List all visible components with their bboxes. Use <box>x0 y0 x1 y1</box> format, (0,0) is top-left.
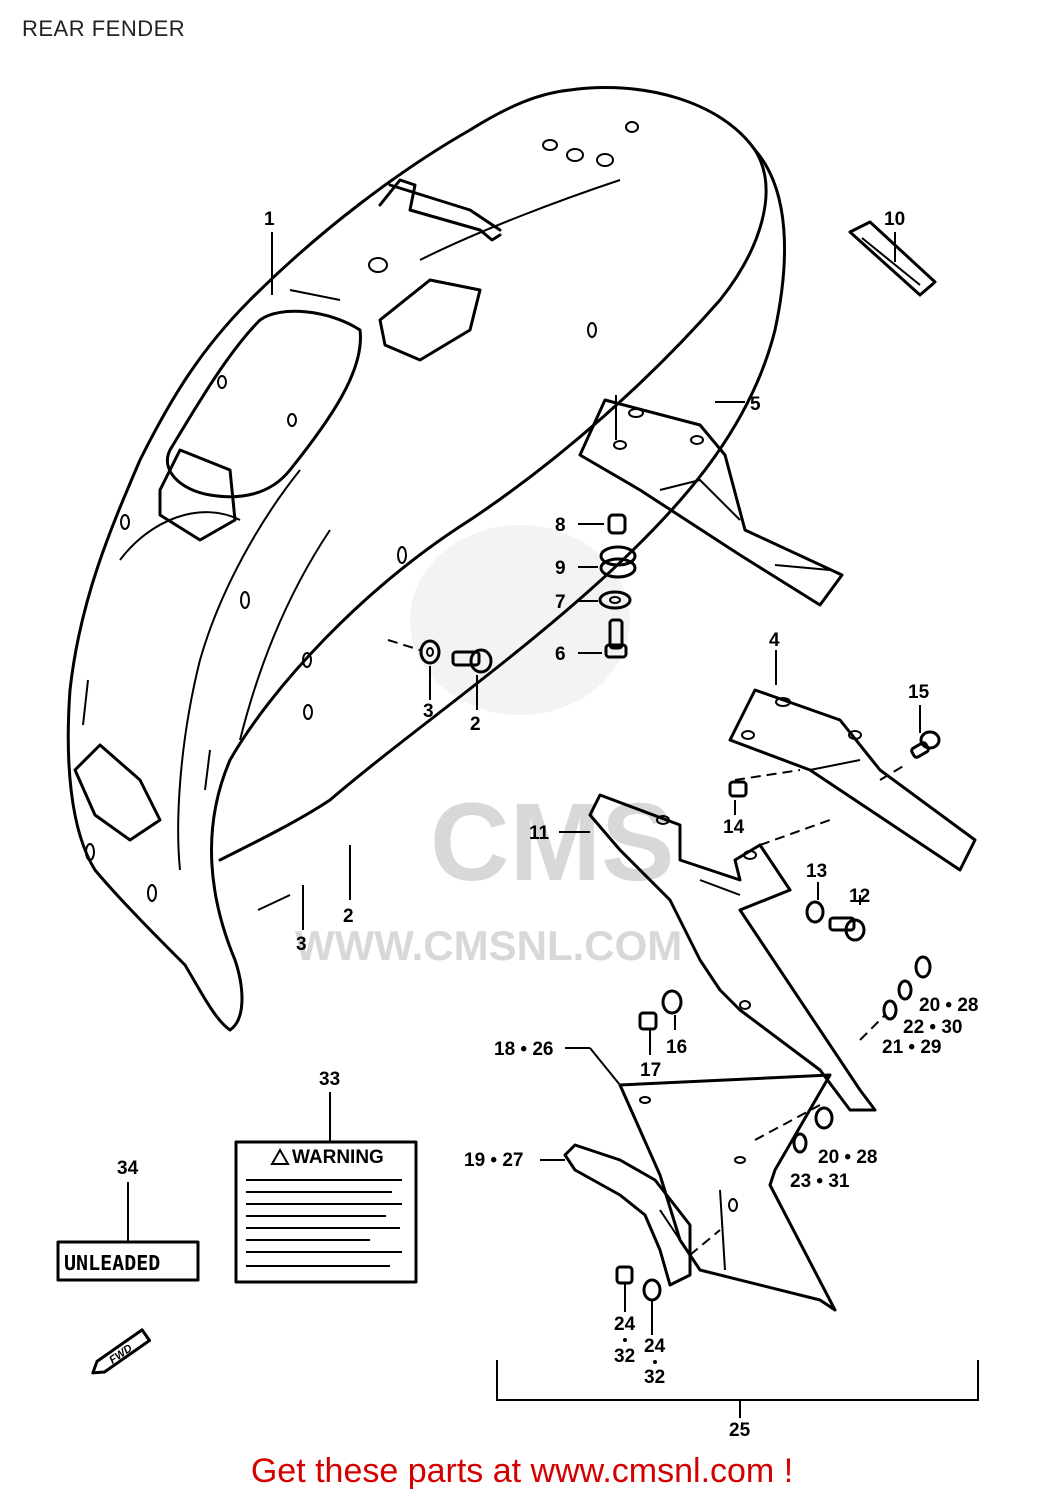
callout-22-30: 22 • 30 <box>903 1017 962 1038</box>
plate-part-18-26 <box>618 1073 837 1312</box>
callout-13: 13 <box>806 861 827 882</box>
stay-part-11 <box>588 793 877 1112</box>
callout-34: 34 <box>117 1158 139 1179</box>
callout-3-lower: 3 <box>296 934 307 955</box>
callout-17: 17 <box>640 1060 661 1081</box>
callout-14: 14 <box>723 817 745 838</box>
unleaded-label-part-34: UNLEADED <box>56 1240 200 1282</box>
bracket-19-leader <box>689 1229 721 1256</box>
callout-2-upper: 2 <box>470 714 481 735</box>
bolt-part-6 <box>604 618 628 659</box>
callout-10: 10 <box>884 209 905 230</box>
nut-part-14 <box>728 780 748 798</box>
callout-21-29: 21 • 29 <box>882 1037 941 1058</box>
callout-20-28-lower: 20 • 28 <box>818 1147 877 1168</box>
callout-33: 33 <box>319 1069 340 1090</box>
callout-8: 8 <box>555 515 566 536</box>
fwd-marker-text: FWD <box>107 1342 134 1366</box>
warning-label-part-33: WARNING <box>234 1140 418 1284</box>
callout-18-26: 18 • 26 <box>494 1039 553 1060</box>
assembly-25-bracket <box>496 1360 979 1401</box>
nut-part-16 <box>661 989 683 1015</box>
bracket-part-4 <box>728 688 977 872</box>
callout-11: 11 <box>529 823 550 844</box>
bracket-part-19-27 <box>563 1143 692 1287</box>
callout-dots <box>623 1338 657 1364</box>
stay-leader-a <box>759 819 831 846</box>
bolt-part-2-upper <box>451 648 493 674</box>
bracket-4-leader <box>879 764 906 781</box>
watermark-url: WWW.CMSNL.COM <box>295 922 682 969</box>
callout-24-a: 24 <box>614 1314 636 1335</box>
callout-23-31: 23 • 31 <box>790 1171 850 1192</box>
upper-mount-leader <box>387 639 421 651</box>
hardware-parts-20-22-21 <box>859 955 932 1041</box>
washer-part-13 <box>805 900 825 924</box>
washer-part-7 <box>598 590 632 610</box>
callout-9: 9 <box>555 558 566 579</box>
callout-labels: 1 10 5 8 9 7 6 3 2 4 15 11 14 13 12 2 3 … <box>117 209 978 1441</box>
callout-5: 5 <box>750 394 761 415</box>
watermark-logo: CMS <box>430 781 674 904</box>
stay-leader-b <box>734 769 801 781</box>
callout-25: 25 <box>729 1420 751 1441</box>
washer-part-23-31 <box>792 1132 808 1154</box>
cushion-part-9 <box>599 545 637 579</box>
callout-16: 16 <box>666 1037 687 1058</box>
page-title: REAR FENDER <box>22 16 186 41</box>
watermark: CMS WWW.CMSNL.COM <box>295 525 682 969</box>
callout-2-lower: 2 <box>343 906 354 927</box>
callout-19-27: 19 • 27 <box>464 1150 523 1171</box>
footer-link-text[interactable]: Get these parts at www.cmsnl.com ! <box>250 1452 794 1490</box>
callout-1: 1 <box>264 209 275 230</box>
callout-leaders <box>127 232 921 1335</box>
washer-part-3-upper <box>419 639 441 665</box>
bolt-part-15 <box>910 730 941 759</box>
callout-32-b: 32 <box>644 1367 665 1388</box>
callout-32-a: 32 <box>614 1346 635 1367</box>
rear-fender-body <box>66 86 786 1032</box>
callout-3-upper: 3 <box>423 701 434 722</box>
washer-part-17 <box>638 1011 658 1031</box>
nut-part-24-b <box>642 1278 662 1302</box>
warning-label-title: WARNING <box>292 1147 384 1168</box>
bolt-part-20-28-lower <box>814 1106 834 1130</box>
nut-part-24-a <box>615 1265 634 1285</box>
callout-20-28-upper: 20 • 28 <box>919 995 978 1016</box>
grommet-part-8 <box>607 513 627 535</box>
callout-24-b: 24 <box>644 1336 666 1357</box>
footer-link[interactable]: Get these parts at www.cmsnl.com ! <box>0 1452 1044 1491</box>
forward-direction-marker: FWD <box>91 1328 152 1375</box>
watermark-mascot-head <box>410 525 630 715</box>
callout-6: 6 <box>555 644 566 665</box>
bolt-part-12 <box>828 916 866 942</box>
unleaded-label-text: UNLEADED <box>64 1251 160 1275</box>
bracket-part-5 <box>578 395 844 607</box>
callout-4: 4 <box>769 630 780 651</box>
callout-15: 15 <box>908 682 930 703</box>
callout-7: 7 <box>555 592 566 613</box>
callout-12: 12 <box>849 886 870 907</box>
plate-leader-a <box>754 1104 821 1141</box>
clip-part-10 <box>848 220 937 297</box>
